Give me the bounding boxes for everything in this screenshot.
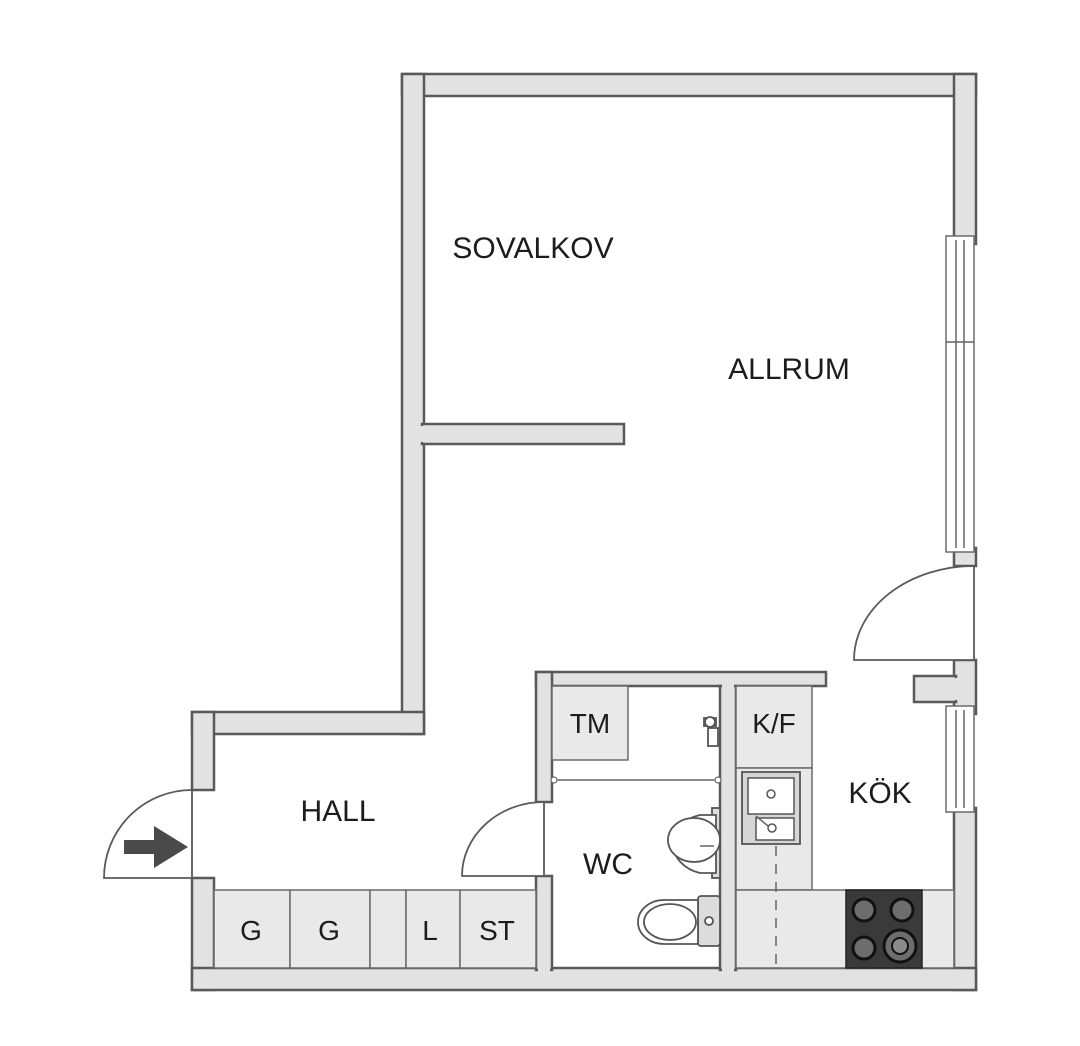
kitchen-fixtures: [735, 685, 955, 969]
label-kf: K/F: [752, 708, 796, 739]
wall-top: [400, 72, 978, 98]
wall-left-upper: [400, 72, 426, 736]
room-label-kok: KÖK: [848, 777, 911, 810]
fixture-labels: G G L ST TM K/F: [240, 708, 796, 946]
room-label-hall: HALL: [300, 795, 375, 828]
hall-storage: [213, 889, 537, 969]
washing-machine: [551, 685, 629, 761]
wall-wc-top: [534, 670, 828, 688]
windows: [945, 235, 975, 813]
wall-bottom: [190, 966, 978, 992]
toilet-icon: [637, 895, 721, 947]
wardrobe-l: [405, 889, 461, 969]
wardrobe-g1: [213, 889, 291, 969]
wall-wc-left-upper: [534, 670, 554, 804]
wall-sovalkov-partition: [420, 422, 626, 446]
label-st: ST: [479, 915, 515, 946]
entrance-arrow-icon: [124, 826, 188, 868]
room-labels: SOVALKOV ALLRUM HALL WC KÖK: [300, 232, 911, 881]
wall-wc-right: [718, 684, 738, 972]
wall-step-horizontal: [190, 710, 426, 736]
label-g1: G: [240, 915, 262, 946]
label-l: L: [422, 915, 438, 946]
kitchen-sink-icon: [741, 771, 801, 845]
wardrobe-g2: [289, 889, 371, 969]
washbasin-icon: [667, 807, 721, 879]
stove-icon: [845, 889, 923, 969]
outer-walls: [190, 72, 978, 992]
wardrobe-st: [459, 889, 537, 969]
door-wc: [461, 801, 545, 877]
fridge-freezer: [735, 685, 813, 769]
window-kok: [945, 705, 975, 813]
door-balcony: [853, 565, 975, 661]
interior-walls: [420, 422, 958, 972]
room-label-allrum: ALLRUM: [728, 353, 850, 386]
door-entrance: [103, 789, 193, 879]
label-g2: G: [318, 915, 340, 946]
wall-right-upper: [952, 72, 978, 246]
wc-fixtures: [550, 685, 722, 947]
wardrobe-blank: [369, 889, 407, 969]
shower-head-icon: [703, 716, 719, 747]
room-label-sovalkov: SOVALKOV: [452, 232, 613, 265]
window-allrum: [945, 235, 975, 553]
label-tm: TM: [570, 708, 610, 739]
wall-right-bottom: [952, 806, 978, 992]
wall-kitchen-stub: [912, 674, 958, 704]
room-label-wc: WC: [583, 848, 633, 881]
wall-wc-left-lower: [534, 874, 554, 972]
